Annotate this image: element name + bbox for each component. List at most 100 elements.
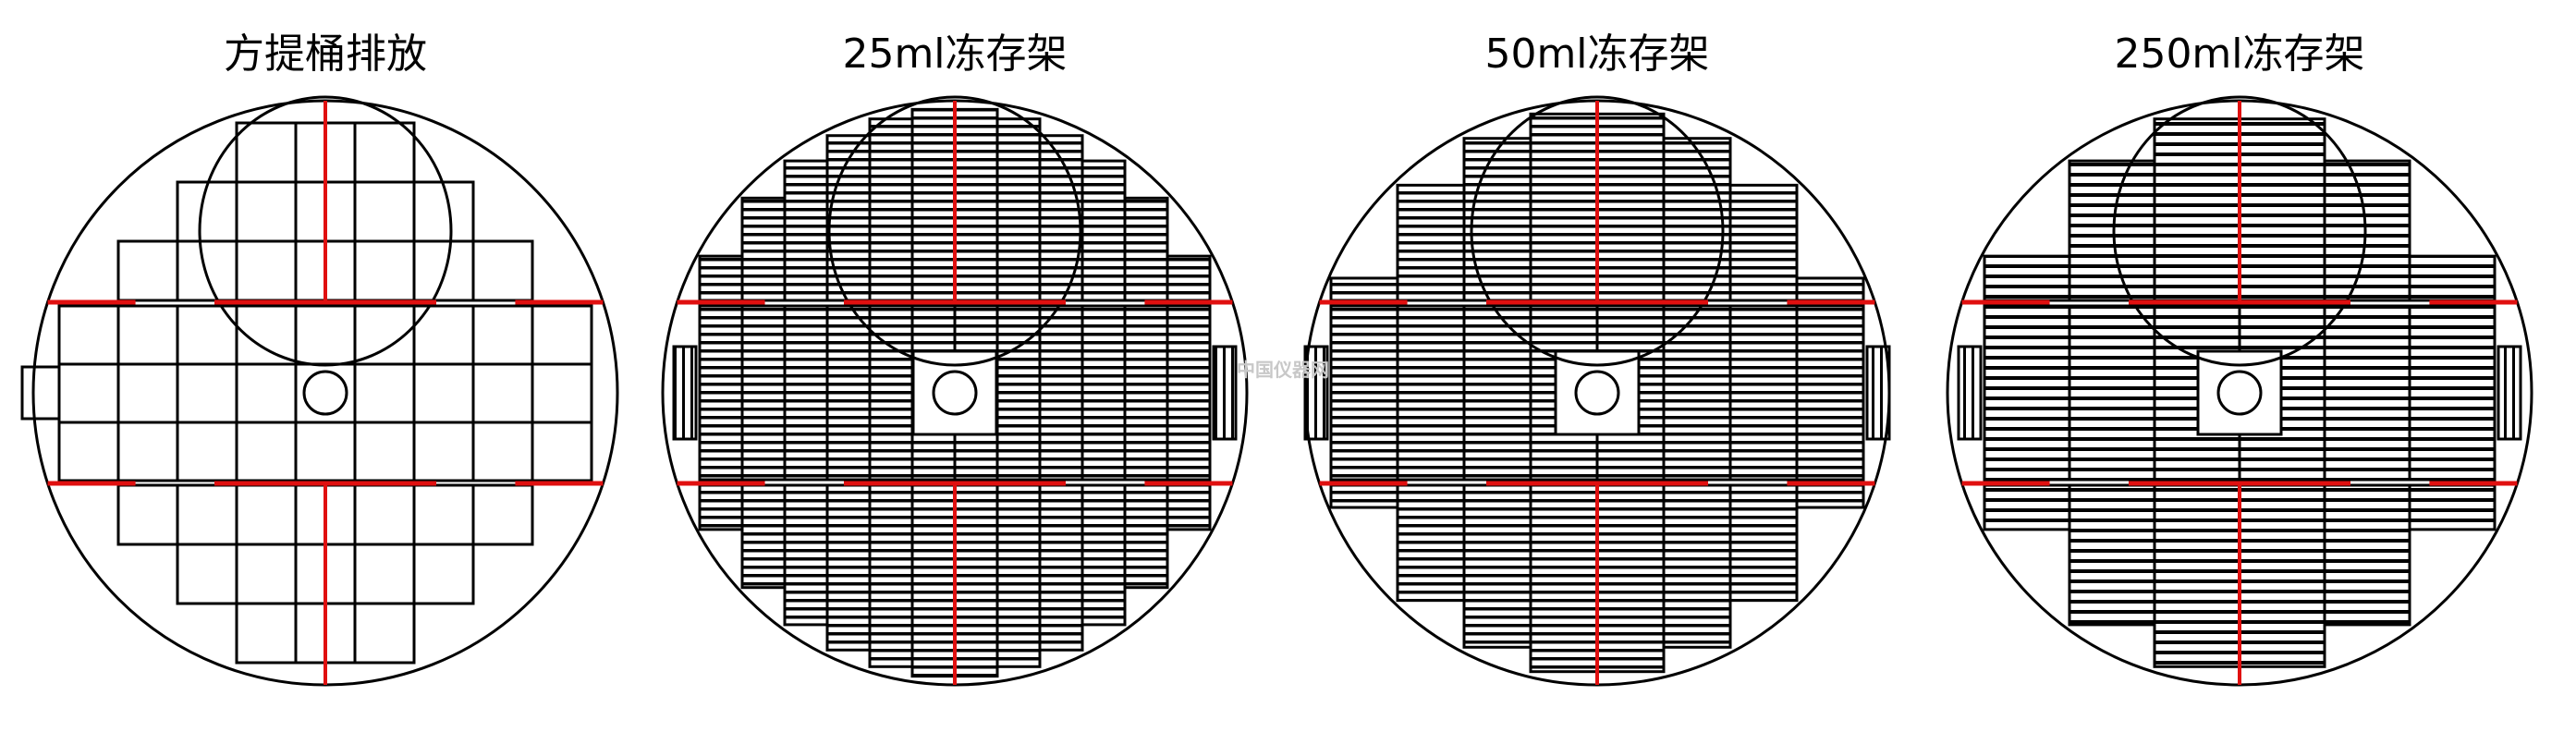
- rack-block: [868, 304, 914, 482]
- bucket-cell: [235, 180, 298, 243]
- rack-block: [2408, 254, 2497, 302]
- bucket-cell: [531, 362, 593, 424]
- neck-opening-circle: [198, 95, 453, 367]
- rack-block: [1329, 304, 1399, 482]
- bucket-cell: [116, 239, 179, 302]
- panel-title-250ml: 250ml冻存架: [2114, 30, 2365, 78]
- rack-block: [1123, 196, 1169, 302]
- bucket-cell: [412, 239, 475, 302]
- rack-block: [2408, 483, 2497, 531]
- bucket-cell: [412, 483, 475, 546]
- bucket-cell: [294, 304, 357, 366]
- rack-block: [1662, 483, 1732, 649]
- rack-block: [783, 304, 829, 482]
- bucket-cell: [235, 421, 298, 482]
- rack-block: [868, 483, 914, 668]
- rack-block: [1983, 483, 2071, 531]
- rack-block: [1728, 304, 1799, 482]
- rack-block: [1123, 304, 1169, 482]
- rack-block: [698, 483, 744, 531]
- bucket-cell: [57, 304, 120, 366]
- bucket-cell: [176, 362, 238, 424]
- rack-block: [1662, 137, 1732, 302]
- rack-block: [2153, 483, 2241, 668]
- rack-block: [1166, 483, 1212, 531]
- bucket-cell: [353, 180, 416, 243]
- bucket-cell: [235, 602, 298, 665]
- rack-block: [1728, 183, 1799, 302]
- rack-block: [2323, 483, 2411, 627]
- bucket-cell: [57, 421, 120, 482]
- rack-block: [1728, 483, 1799, 603]
- rack-block: [2068, 304, 2156, 482]
- center-post-circle: [302, 370, 348, 416]
- panel-title-50ml: 50ml冻存架: [1484, 30, 1710, 78]
- rack-block: [1795, 483, 1865, 509]
- side-rack: [2497, 345, 2522, 441]
- center-post-circle: [932, 370, 978, 416]
- bucket-cell: [116, 304, 179, 366]
- rack-block: [1595, 483, 1666, 674]
- rack-block: [910, 483, 957, 678]
- panel-title-bucket: 方提桶排放: [224, 30, 427, 78]
- center-post-circle: [1574, 370, 1620, 416]
- bucket-cell: [176, 239, 238, 302]
- bucket-cell: [531, 421, 593, 482]
- bucket-cell: [235, 121, 298, 184]
- rack-block: [910, 107, 957, 302]
- bucket-cell: [116, 362, 179, 424]
- watermark: 中国仪器网: [1237, 359, 1329, 381]
- bucket-cell: [57, 362, 120, 424]
- rack-block: [1329, 276, 1399, 302]
- rack-block: [698, 304, 744, 482]
- rack-block: [1080, 159, 1127, 302]
- bucket-cell: [294, 421, 357, 482]
- panel-title-25ml: 25ml冻存架: [842, 30, 1068, 78]
- neck-opening-circle: [827, 95, 1082, 367]
- rack-block: [995, 117, 1042, 302]
- rack-block: [1529, 483, 1599, 674]
- side-rack: [1303, 345, 1329, 441]
- rack-block: [2153, 117, 2241, 302]
- rack-block: [953, 483, 999, 678]
- rack-block: [783, 483, 829, 627]
- bucket-cell: [353, 239, 416, 302]
- rack-block: [2238, 483, 2326, 668]
- rack-block: [2323, 304, 2411, 482]
- bucket-cell: [235, 483, 298, 546]
- bucket-cell: [116, 421, 179, 482]
- rack-block: [740, 483, 787, 590]
- rack-block: [2323, 159, 2411, 302]
- bucket-cell: [176, 421, 238, 482]
- neck-opening-circle: [1470, 95, 1725, 367]
- rack-block: [1662, 304, 1732, 482]
- rack-block: [2068, 159, 2156, 302]
- rack-block: [740, 304, 787, 482]
- bucket-cell: [176, 180, 238, 243]
- side-rack: [672, 345, 698, 441]
- rack-block: [1396, 304, 1466, 482]
- rack-block: [1038, 483, 1084, 652]
- bucket-cell: [471, 239, 534, 302]
- rack-block: [825, 483, 872, 652]
- rack-block: [1123, 483, 1169, 590]
- rack-block: [1396, 483, 1466, 603]
- rack-block: [953, 107, 999, 302]
- side-rack: [1865, 345, 1891, 441]
- side-rack: [1957, 345, 1983, 441]
- rack-block: [783, 159, 829, 302]
- rack-block: [1795, 276, 1865, 302]
- rack-block: [1795, 304, 1865, 482]
- rack-block: [1080, 304, 1127, 482]
- neck-opening-circle: [2112, 95, 2367, 367]
- rack-block: [868, 117, 914, 302]
- bucket-cell: [20, 365, 61, 421]
- bucket-cell: [235, 239, 298, 302]
- bucket-cell: [235, 543, 298, 605]
- rack-block: [2238, 117, 2326, 302]
- bucket-cell: [471, 304, 534, 366]
- bucket-cell: [471, 483, 534, 546]
- rack-block: [995, 483, 1042, 668]
